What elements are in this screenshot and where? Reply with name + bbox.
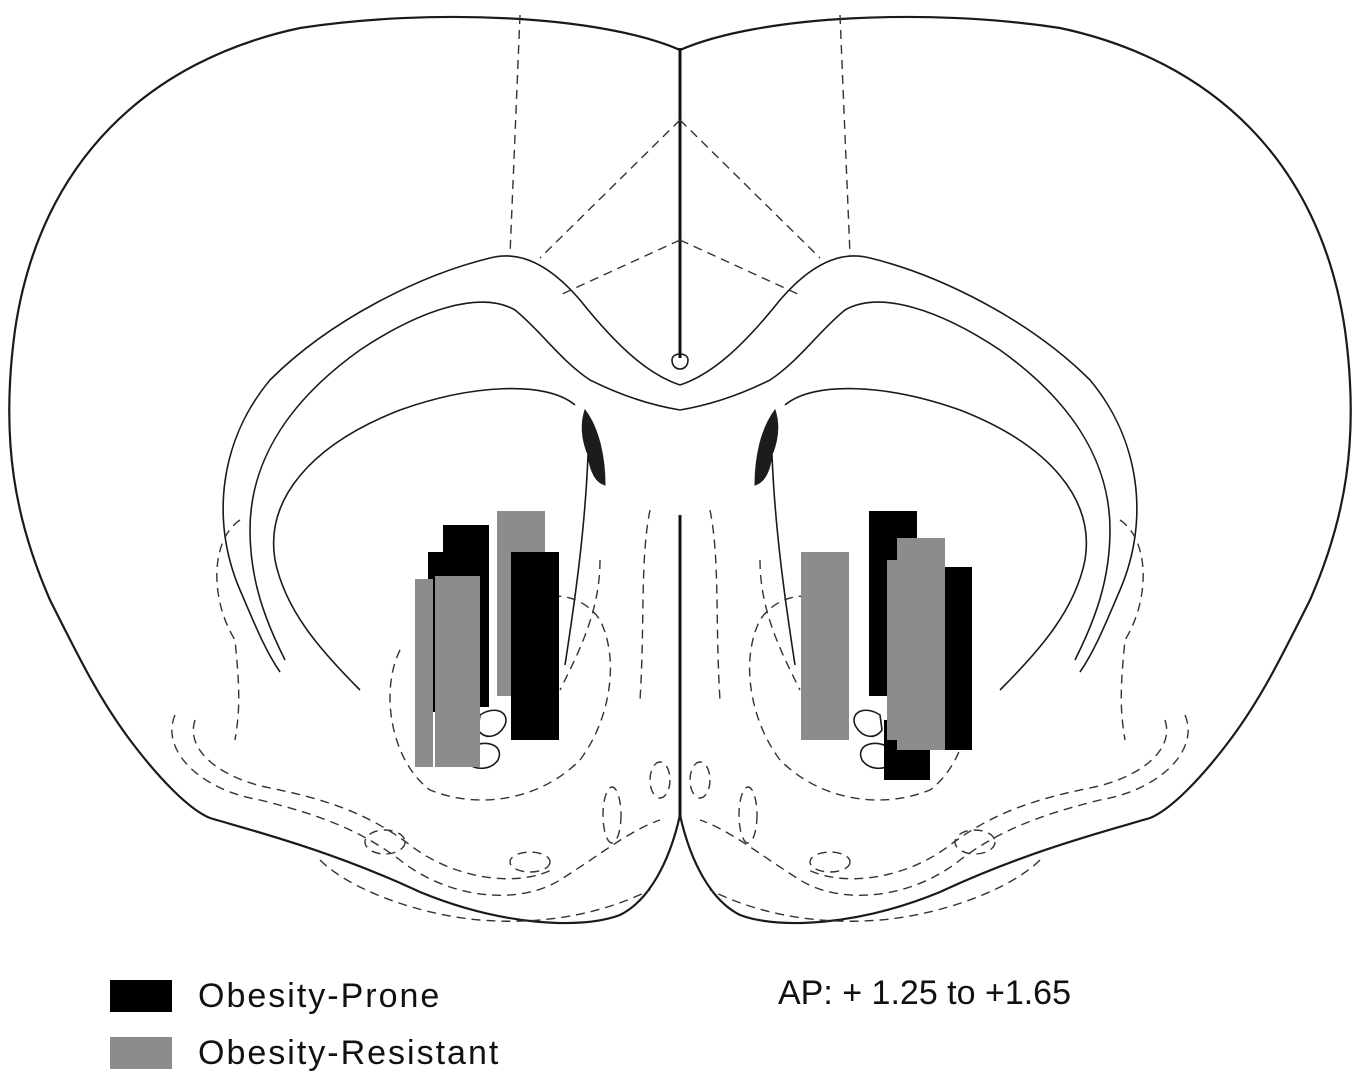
legend-label: Obesity-Prone <box>198 977 441 1016</box>
legend-label: Obesity-Resistant <box>198 1034 500 1073</box>
ap-coordinate-label: AP: + 1.25 to +1.65 <box>778 974 1071 1013</box>
placements-left-hemisphere <box>415 511 559 767</box>
placements-right-hemisphere <box>801 511 972 780</box>
obesity-resistant-swatch <box>110 1037 172 1069</box>
prone-placement-bar <box>511 552 559 740</box>
legend-item-obesity-resistant: Obesity-Resistant <box>110 1033 500 1073</box>
resistant-placement-bar <box>897 538 945 750</box>
resistant-placement-bar <box>887 560 902 740</box>
brain-outline <box>9 17 1351 923</box>
resistant-placement-bar <box>801 552 849 740</box>
obesity-prone-swatch <box>110 980 172 1012</box>
legend-item-obesity-prone: Obesity-Prone <box>110 976 441 1016</box>
resistant-placement-bar <box>415 579 433 767</box>
resistant-placement-bar <box>435 576 480 767</box>
